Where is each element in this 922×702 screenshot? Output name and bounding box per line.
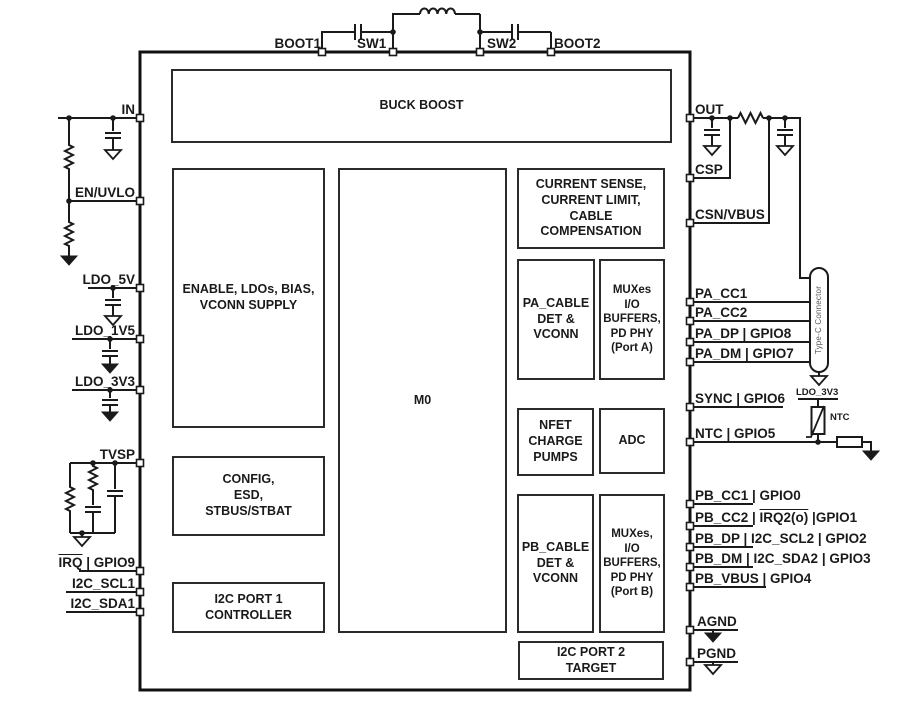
ground-open-icons (71, 145, 830, 676)
typec-connector-symbol (809, 267, 829, 373)
pin-label-agnd: AGND (697, 614, 737, 629)
ntc-thermistor-icon (806, 405, 826, 438)
capacitor-tvsp-3 (107, 463, 123, 533)
pin-squares (135, 47, 695, 667)
pin-label-in: IN (121, 102, 136, 117)
pin-label-en-uvlo: EN/UVLO (74, 185, 135, 200)
wire-ldo3v3-net (798, 398, 838, 407)
pin-label-sync-gpio6: SYNC | GPIO6 (695, 391, 786, 406)
pin-label-i2c-sda1: I2C_SDA1 (70, 596, 135, 611)
pin-label-boot1: BOOT1 (274, 36, 321, 51)
wire-vbus-to-connector (763, 117, 810, 279)
top-boot-inductor-circuit (321, 7, 552, 52)
pin-label-sw1: SW1 (357, 36, 387, 51)
block-nfet-charge-pumps: NFET CHARGE PUMPS (517, 408, 594, 476)
pin-label-boot2: BOOT2 (554, 36, 601, 51)
block-config-esd: CONFIG, ESD, STBUS/STBAT (172, 456, 325, 536)
capacitor-ldo1v5 (102, 339, 118, 364)
pin-label-ldo-5v: LDO_5V (82, 272, 135, 287)
pin-label-ldo-1v5: LDO_1V5 (74, 323, 135, 338)
ntc-label: NTC (830, 412, 850, 423)
pin-label-pa-dp-gpio8: PA_DP | GPIO8 (695, 326, 792, 341)
pin-label-pb-cc2-irq2-gpio1: PB_CC2 | IRQ2(o) |GPIO1 (695, 510, 858, 525)
pin-label-pgnd: PGND (697, 646, 737, 661)
pin-label-pa-cc2: PA_CC2 (695, 305, 748, 320)
block-i2c-port2: I2C PORT 2 TARGET (518, 641, 664, 680)
pin-label-out: OUT (695, 102, 724, 117)
pin-label-i2c-scl1: I2C_SCL1 (71, 576, 135, 591)
capacitor-ldo5v (105, 288, 121, 316)
typec-connector-label: Type-C Connector (814, 285, 823, 355)
pin-label-irq-gpio9: IRQ | GPIO9 (58, 555, 135, 570)
resistor-in-en (62, 118, 76, 201)
pin-label-ntc-gpio5: NTC | GPIO5 (695, 426, 776, 441)
capacitor-sw2-boot2 (511, 24, 519, 40)
capacitor-in (105, 118, 121, 150)
block-pb-cable: PB_CABLE DET & VCONN (517, 494, 594, 633)
pin-label-pb-dp-scl2-gpio2: PB_DP | I2C_SCL2 | GPIO2 (695, 531, 867, 546)
junction-dots (66, 29, 821, 536)
capacitor-ldo3v3 (102, 390, 118, 412)
capacitor-out-2 (777, 118, 793, 146)
pin-label-pa-cc1: PA_CC1 (695, 286, 748, 301)
resistor-en-gnd (62, 201, 76, 256)
capacitor-out-1 (704, 118, 720, 146)
block-muxes-port-b: MUXes, I/O BUFFERS, PD PHY (Port B) (599, 494, 665, 633)
wire-ntc-res-gnd (862, 441, 872, 451)
pin-label-csp: CSP (695, 162, 723, 177)
block-pa-cable: PA_CABLE DET & VCONN (517, 259, 595, 380)
block-m0: M0 (338, 168, 507, 633)
pin-label-pa-dm-gpio7: PA_DM | GPIO7 (695, 346, 794, 361)
block-enable-ldos: ENABLE, LDOs, BIAS, VCONN SUPPLY (172, 168, 325, 428)
wire-csn-vbus (690, 118, 770, 224)
capacitor-boot1-sw1 (354, 24, 362, 40)
pin-label-pb-dm-sda2-gpio3: PB_DM | I2C_SDA2 | GPIO3 (695, 551, 871, 566)
ldo-3v3-net-label: LDO_3V3 (796, 387, 839, 398)
pin-label-ldo-3v3: LDO_3V3 (74, 374, 135, 389)
pin-label-sw2: SW2 (487, 36, 517, 51)
block-current-sense: CURRENT SENSE, CURRENT LIMIT, CABLE COMP… (517, 168, 665, 249)
resistor-sense (737, 110, 764, 126)
pin-label-pb-vbus-gpio4: PB_VBUS | GPIO4 (695, 571, 812, 586)
wire-csp (690, 118, 731, 179)
chip-outline (138, 50, 692, 692)
block-i2c-port1: I2C PORT 1 CONTROLLER (172, 582, 325, 633)
ground-filled-icons (59, 255, 881, 643)
block-buck-boost: BUCK BOOST (171, 69, 672, 143)
right-pin-circuits (690, 110, 872, 665)
inductor-icon (419, 7, 456, 15)
pin-label-csn-vbus: CSN/VBUS (695, 207, 765, 222)
pin-label-tvsp: TVSP (99, 447, 135, 462)
block-adc: ADC (599, 408, 665, 474)
rc-tvsp-2 (85, 463, 101, 533)
resistor-ntc-series (836, 436, 863, 448)
left-pin-circuits (58, 117, 140, 613)
pin-label-pb-cc1-gpio0: PB_CC1 | GPIO0 (695, 488, 801, 503)
resistor-tvsp-1 (63, 463, 77, 533)
block-muxes-port-a: MUXes I/O BUFFERS, PD PHY (Port A) (599, 259, 665, 380)
